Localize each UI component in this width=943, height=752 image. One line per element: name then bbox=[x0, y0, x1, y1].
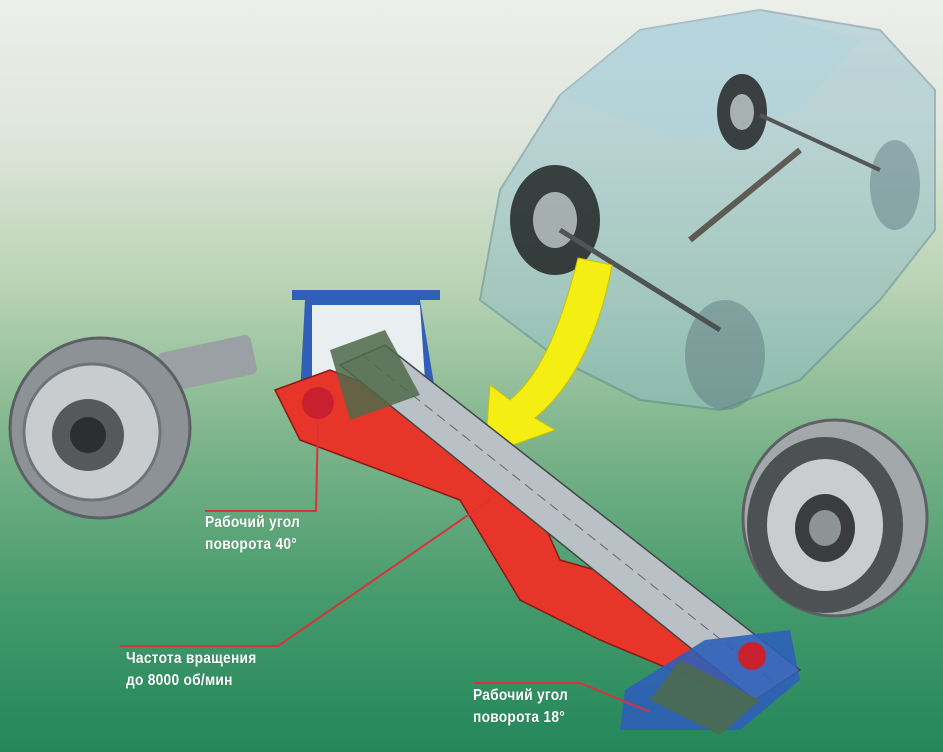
label-working-angle-40: Рабочий угол поворота 40° bbox=[205, 512, 300, 556]
yellow-arrow bbox=[484, 257, 613, 456]
label-line: поворота 18° bbox=[473, 709, 565, 726]
label-line: Частота вращения bbox=[126, 650, 257, 667]
label-line: до 8000 об/мин bbox=[126, 672, 233, 689]
label-line: Рабочий угол bbox=[205, 514, 301, 531]
label-line: поворота 40° bbox=[205, 536, 297, 553]
label-rotation-speed: Частота вращения до 8000 об/мин bbox=[126, 648, 257, 692]
driveshaft-cutaway bbox=[273, 290, 802, 735]
label-line: Рабочий угол bbox=[473, 687, 569, 704]
leader-line-angle-inner bbox=[205, 419, 319, 512]
label-working-angle-18: Рабочий угол поворота 18° bbox=[473, 685, 568, 729]
leader-line-angle-outer bbox=[473, 682, 651, 713]
cv-joint-outer-photo bbox=[8, 335, 257, 520]
leader-line-rotation-speed bbox=[120, 499, 491, 647]
cv-joint-inner-photo bbox=[741, 418, 929, 618]
